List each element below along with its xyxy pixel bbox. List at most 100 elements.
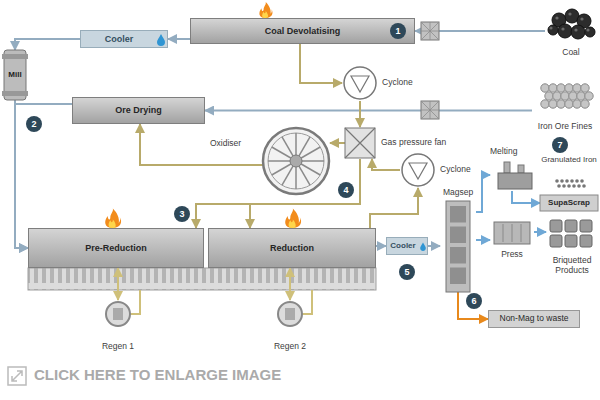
regen-casing (106, 302, 130, 326)
cyclone-body (344, 67, 376, 99)
flow-connector (359, 101, 361, 127)
node-label: Briquetted Products (546, 256, 598, 276)
wheel-spoke (295, 167, 297, 189)
node-label: Cyclone (440, 165, 471, 175)
water-drop (157, 34, 165, 46)
node-label: Coal (562, 48, 579, 58)
node-label: Gas pressure fan (381, 138, 446, 148)
cooler-box: Cooler (386, 237, 428, 255)
coal-lump (571, 25, 585, 39)
flow-connector (476, 175, 490, 212)
ore-input: Iron Ore Fines (532, 78, 598, 132)
kiln-grate (28, 268, 376, 290)
gas-pipe (210, 164, 263, 166)
ore-pellet (565, 100, 573, 108)
briquette (550, 235, 562, 247)
flame (285, 208, 301, 228)
press-plate (512, 224, 513, 242)
node-label: Cyclone (382, 78, 413, 88)
product-icon: Briquetted Products (546, 218, 598, 276)
node-label: Iron Ore Fines (538, 122, 592, 132)
node-label: Regen 2 (274, 342, 306, 352)
flow-connector (289, 268, 291, 300)
flow-connector (428, 245, 440, 247)
briquette (565, 220, 577, 232)
wheel-spoke (301, 147, 320, 158)
node-label: Mill (8, 70, 21, 79)
granule (555, 179, 559, 183)
flow-connector (168, 38, 190, 40)
coal-lump (548, 25, 558, 35)
wheel-spoke (282, 166, 293, 185)
flow-connector (376, 245, 386, 247)
briquette (580, 220, 592, 232)
ore-pellet (557, 84, 565, 92)
ore-pellet (553, 92, 561, 100)
node-label: Granulated Iron (541, 155, 597, 164)
regen-fan: Regen 2 (262, 300, 318, 352)
flow-connector (15, 39, 80, 50)
wheel-inner (268, 133, 324, 189)
node-label: Oxidiser (210, 139, 260, 149)
flow-connector (140, 124, 210, 165)
flow-connector (512, 191, 540, 203)
node-label: Cooler (105, 34, 134, 44)
coal-highlight (561, 27, 564, 30)
press-plate (503, 224, 504, 242)
node-label: Magsep (440, 188, 476, 198)
flame (105, 208, 121, 228)
node-label: Press (501, 250, 523, 260)
node-label: SupaScrap (540, 195, 598, 211)
coal-highlight (586, 28, 589, 31)
granule (560, 179, 564, 183)
coal-lump (585, 27, 595, 37)
press-symbol: Press (490, 220, 534, 260)
process-box: Coal Devolatising (190, 18, 415, 44)
flow-connector (370, 188, 418, 228)
furnace-body (498, 173, 532, 189)
flow-connector (458, 292, 488, 319)
briquette (580, 235, 592, 247)
mill-band (2, 54, 28, 59)
node-label: Cooler (390, 241, 415, 250)
node-label: Melting (490, 147, 536, 157)
magsep-unit: Magsep (440, 188, 476, 292)
flow-connector (300, 44, 342, 83)
screen-symbol (421, 22, 439, 40)
granule (562, 184, 566, 188)
callout-number: 7 (552, 137, 568, 153)
magsep-drum (450, 227, 466, 244)
granule (577, 184, 581, 188)
flow-connector (205, 110, 532, 112)
regen-core (285, 308, 295, 320)
callout-number: 2 (26, 116, 42, 132)
ore-pellet (585, 92, 593, 100)
press-body (494, 222, 530, 244)
node-label: Pre-Reduction (85, 243, 147, 253)
kiln-box: Reduction (208, 228, 376, 268)
furnace-chimney (504, 162, 510, 173)
granule (580, 179, 584, 183)
wheel-spoke (282, 137, 293, 156)
callout-number: 6 (466, 293, 482, 309)
node-icon (210, 125, 330, 197)
screen-symbol (421, 101, 439, 119)
fan-casing (345, 128, 375, 158)
ore-pellet (557, 100, 565, 108)
mill-band (2, 91, 28, 96)
granule (565, 179, 569, 183)
ore-pellet (565, 84, 573, 92)
ore-pellet (569, 92, 577, 100)
wheel-spoke (272, 164, 291, 175)
callout-number: 4 (338, 182, 354, 198)
flow-connector (372, 159, 400, 170)
flow-connector (117, 268, 119, 300)
magsep-drum (450, 247, 466, 264)
cyclone-cone (409, 163, 427, 179)
regen-casing (278, 302, 302, 326)
water-drop (420, 243, 426, 251)
briquette (565, 235, 577, 247)
cyclone-cone (351, 76, 369, 92)
